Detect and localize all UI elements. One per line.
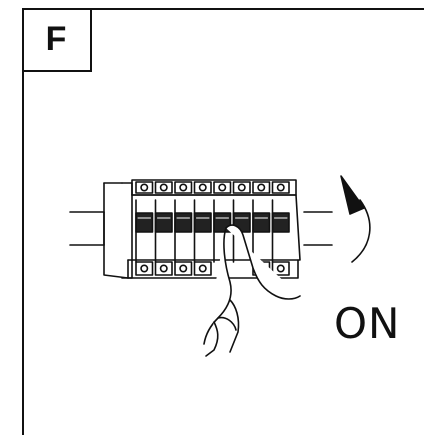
screw-terminal-icon <box>140 183 149 192</box>
screw-terminal-icon <box>276 183 285 192</box>
screw-terminal-icon <box>257 183 266 192</box>
panel-border <box>22 8 424 435</box>
bottom-terminal <box>271 261 290 276</box>
screw-terminal-icon <box>198 183 207 192</box>
screw-terminal-icon <box>198 264 207 273</box>
curved-up-arrow-icon <box>340 175 371 263</box>
bottom-terminal <box>174 261 193 276</box>
screw-terminal-icon <box>159 264 168 273</box>
top-terminal <box>252 181 271 194</box>
screw-terminal-icon <box>179 264 188 273</box>
top-terminal <box>232 181 251 194</box>
bottom-terminal <box>135 261 154 276</box>
top-terminal <box>193 181 212 194</box>
on-label: ON <box>334 299 401 348</box>
breaker-toggle <box>135 212 154 233</box>
bottom-terminal <box>154 261 173 276</box>
step-letter-badge: F <box>22 8 92 72</box>
screw-terminal-icon <box>237 183 246 192</box>
toggle-row <box>135 199 290 263</box>
screw-terminal-icon <box>218 183 227 192</box>
breaker-toggle <box>154 212 173 233</box>
breaker-toggle <box>193 212 212 233</box>
top-terminal <box>135 181 154 194</box>
breaker-toggle <box>174 212 193 233</box>
top-terminal <box>213 181 232 194</box>
hand-pressing-icon <box>203 224 301 357</box>
top-terminal <box>154 181 173 194</box>
bottom-terminal <box>193 261 212 276</box>
top-terminal <box>174 181 193 194</box>
breaker-toggle <box>252 212 271 233</box>
screw-terminal-icon <box>276 264 285 273</box>
top-terminal-row <box>135 181 290 194</box>
breaker-toggle <box>271 212 290 233</box>
screw-terminal-icon <box>140 264 149 273</box>
top-terminal <box>271 181 290 194</box>
screw-terminal-icon <box>179 183 188 192</box>
screw-terminal-icon <box>159 183 168 192</box>
